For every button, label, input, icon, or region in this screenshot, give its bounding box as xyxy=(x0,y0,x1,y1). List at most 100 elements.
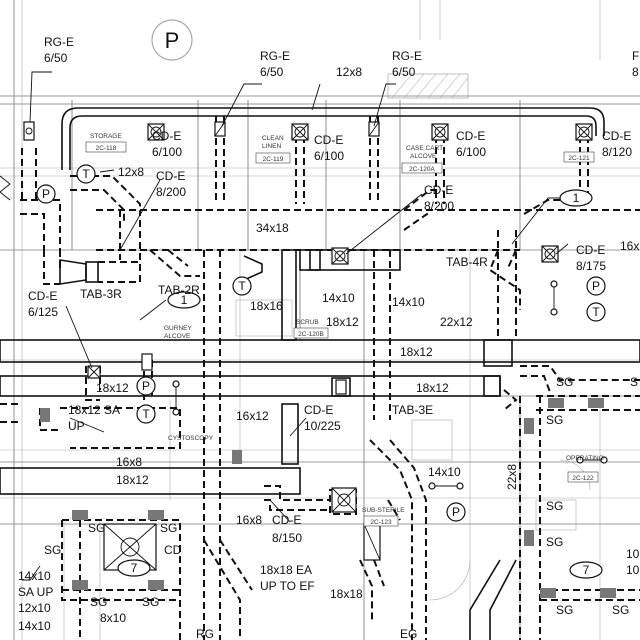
duct-labels: RG-E 6/50 RG-E 6/50 RG-E 6/50 12x8 F 8 C… xyxy=(18,35,640,640)
cd-e-flow-3: 8/120 xyxy=(602,145,632,159)
rg-e-label-2: RG-E xyxy=(260,49,290,63)
thermostat-p-3: P xyxy=(592,279,600,293)
room-scrub: SCRUB xyxy=(296,319,319,326)
cd-e-flow-6: 8/200 xyxy=(424,199,454,213)
duct-18x12-sa: 18x12 SA xyxy=(68,403,120,417)
sa-up-label: SA UP xyxy=(18,585,53,599)
diffuser-cd-e-4 xyxy=(147,123,165,141)
cd-e-flow-4: 6/100 xyxy=(152,145,182,159)
plan-letter-marker: P xyxy=(151,19,193,61)
diffuser-cd-e-1 xyxy=(291,123,309,141)
cd-e-label-2: CD-E xyxy=(456,129,485,143)
duct-18x12-d: 18x12 xyxy=(416,381,449,395)
tab-4r-label: TAB-4R xyxy=(446,255,488,269)
room-storage: STORAGE xyxy=(90,133,122,140)
cd-e-flow-9: 10/225 xyxy=(304,419,341,433)
room-storage-number: 2C-118 xyxy=(96,145,117,152)
rg-e-label-3: RG-E xyxy=(392,49,422,63)
edge-label-f: F xyxy=(632,49,639,63)
duct-10-a: 10 xyxy=(626,547,640,561)
room-121-number: 2C-121 xyxy=(568,155,590,162)
up-label: UP xyxy=(68,419,85,433)
duct-14x10-c: 14x10 xyxy=(428,465,461,479)
sg-label-edge: S xyxy=(630,375,638,389)
sg-label-4: SG xyxy=(546,535,563,549)
cd-e-label-4: CD-E xyxy=(152,129,181,143)
sg-label-7: SG xyxy=(44,543,61,557)
thermostat-p-2: P xyxy=(142,379,150,393)
duct-22x8: 22x8 xyxy=(505,464,519,490)
duct-16x12: 16x12 xyxy=(236,409,269,423)
grille-rg-e-3 xyxy=(368,121,380,137)
duct-16x8-a: 16x8 xyxy=(116,455,142,469)
sensor-t-1: T xyxy=(82,167,90,181)
tag-7-b: 7 xyxy=(583,563,590,577)
diffuser-cd-e-7 xyxy=(87,365,101,379)
duct-14x10-b: 14x10 xyxy=(392,295,425,309)
room-gurney-1: GURNEY xyxy=(164,325,192,332)
tag-7-a: 7 xyxy=(131,561,138,575)
thermostat-p-1: P xyxy=(42,187,50,201)
duct-18x18: 18x18 xyxy=(330,587,363,601)
solid-ductwork xyxy=(0,107,640,640)
damper-1 xyxy=(141,353,153,371)
rg-e-label-1: RG-E xyxy=(44,35,74,49)
rg-label: RG xyxy=(196,627,214,640)
ea-18x18-label: 18x18 EA xyxy=(260,563,312,577)
cd-e-label-7: CD-E xyxy=(576,243,605,257)
cd-e-flow-2: 6/100 xyxy=(456,145,486,159)
sensors xyxy=(0,175,608,490)
duct-16x8-b: 16x8 xyxy=(236,513,262,527)
sg-label-9: SG xyxy=(142,595,159,609)
duct-34x18: 34x18 xyxy=(256,221,289,235)
diffuser-cd-e-8 xyxy=(331,487,357,513)
duct-18x12-a: 18x12 xyxy=(326,315,359,329)
duct-14x10-e: 14x10 xyxy=(18,619,51,633)
duct-18x12-c: 18x12 xyxy=(96,381,129,395)
sensor-t-4: T xyxy=(142,407,150,421)
tab-3r-label: TAB-3R xyxy=(80,287,122,301)
tab-2r-label: TAB-2R xyxy=(158,283,200,297)
cd-label: CD xyxy=(164,543,182,557)
duct-12x10: 12x10 xyxy=(18,601,51,615)
sg-label-6: SG xyxy=(160,521,177,535)
room-labels: STORAGE 2C-118 CLEAN LINEN 2C-119 CASE C… xyxy=(85,133,604,527)
rg-e-flow-3: 6/50 xyxy=(392,65,416,79)
duct-12x8-left: 12x8 xyxy=(118,165,144,179)
cd-e-label-5: CD-E xyxy=(156,169,185,183)
cd-e-flow-10: 8/150 xyxy=(272,531,302,545)
duct-18x12-e: 18x12 xyxy=(116,473,149,487)
duct-18x12-b: 18x12 xyxy=(400,345,433,359)
diffuser-cd-e-3 xyxy=(575,123,593,141)
thermostat-p-4: P xyxy=(452,505,460,519)
sg-label-11: SG xyxy=(612,603,629,617)
room-gurney-2: ALCOVE xyxy=(164,333,191,340)
duct-16x: 16x xyxy=(620,239,639,253)
cd-e-flow-8: 6/125 xyxy=(28,305,58,319)
plan-letter: P xyxy=(165,28,180,53)
rg-e-flow-1: 6/50 xyxy=(44,51,68,65)
room-case-cart-2: ALCOVE xyxy=(410,153,437,160)
cd-e-label-9: CD-E xyxy=(304,403,333,417)
rg-e-flow-2: 6/50 xyxy=(260,65,284,79)
diffuser-cd-e-6 xyxy=(541,245,559,263)
supply-grilles xyxy=(40,398,616,598)
sensor-t-2: T xyxy=(238,279,246,293)
damper-2 xyxy=(335,379,347,395)
sg-label-3: SG xyxy=(546,499,563,513)
room-case-cart-1: CASE CART xyxy=(406,145,443,152)
room-case-cart-number: 2C-120A xyxy=(409,166,435,173)
room-operating: OPERATING xyxy=(566,455,604,462)
sg-label-5: SG xyxy=(88,521,105,535)
duct-14x10-d: 14x10 xyxy=(18,569,51,583)
duct-8x10: 8x10 xyxy=(100,611,126,625)
room-clean-number: 2C-119 xyxy=(263,156,284,163)
room-clean-1: CLEAN xyxy=(262,135,284,142)
room-sub-sterile: SUB-STERILE xyxy=(362,507,405,514)
room-operating-number: 2C-122 xyxy=(572,475,594,482)
cd-e-label-3: CD-E xyxy=(602,129,631,143)
edge-label-8: 8 xyxy=(632,65,639,79)
